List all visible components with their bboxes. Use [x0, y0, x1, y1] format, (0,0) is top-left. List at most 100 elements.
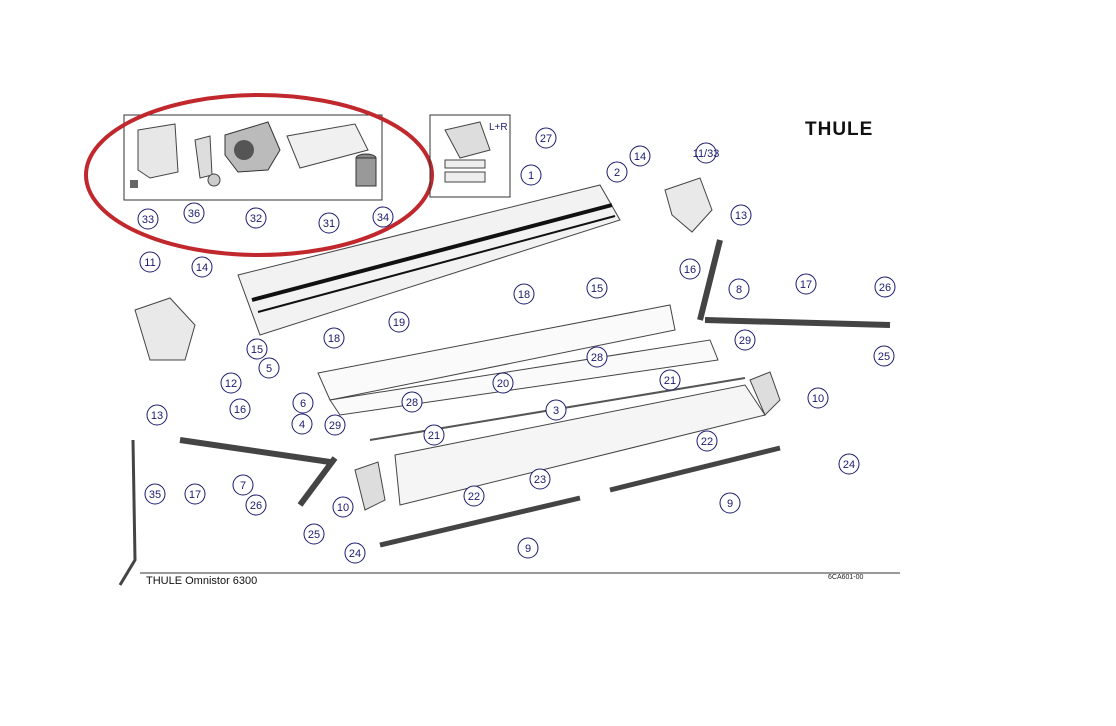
part-9-arm-bottom — [379, 495, 581, 548]
callout-label: 10 — [812, 393, 824, 405]
callout-circle — [679, 258, 701, 280]
end-cap-box — [429, 114, 511, 198]
callout-circle — [388, 311, 410, 333]
part-11-33-endcap — [664, 177, 713, 233]
callout-1: 1 — [520, 164, 542, 186]
callout-circle — [696, 430, 718, 452]
callout-label: 23 — [534, 474, 546, 486]
callout-label: 12 — [225, 378, 237, 390]
part-27-strip-a — [444, 159, 486, 169]
callout-circle — [838, 453, 860, 475]
part-28-front-profile — [329, 339, 719, 416]
callout-14: 14 — [191, 256, 213, 278]
callout-34: 34 — [372, 206, 394, 228]
callout-35: 35 — [144, 483, 166, 505]
callout-label: 15 — [591, 283, 603, 295]
callout-7: 7 — [232, 474, 254, 496]
callout-19: 19 — [388, 311, 410, 333]
callout-circle — [232, 474, 254, 496]
callout-circle — [719, 492, 741, 514]
callout-24: 24 — [838, 453, 860, 475]
callout-label: 3 — [553, 405, 559, 417]
callout-label: 27 — [540, 133, 552, 145]
callout-label: 19 — [393, 317, 405, 329]
callout-circle — [220, 372, 242, 394]
callout-label: 6 — [300, 398, 306, 410]
callout-circle — [183, 202, 205, 224]
lr-note: L+R — [489, 122, 508, 133]
callout-26: 26 — [874, 276, 896, 298]
callout-circle — [529, 468, 551, 490]
model-title: THULE Omnistor 6300 — [146, 575, 257, 587]
callout-16: 16 — [229, 398, 251, 420]
callout-29: 29 — [734, 329, 756, 351]
callout-28: 28 — [401, 391, 423, 413]
callout-17: 17 — [184, 483, 206, 505]
callout-circle — [184, 483, 206, 505]
callout-circle — [423, 424, 445, 446]
callout-9: 9 — [517, 537, 539, 559]
callout-circle — [229, 398, 251, 420]
callout-label: 34 — [377, 212, 389, 224]
callout-21: 21 — [423, 424, 445, 446]
callout-12: 12 — [220, 372, 242, 394]
callout-circle — [795, 273, 817, 295]
callout-circle — [258, 357, 280, 379]
callout-label: 5 — [266, 363, 272, 375]
callout-label: 13 — [735, 210, 747, 222]
callout-27: 27 — [535, 127, 557, 149]
callout-31: 31 — [318, 212, 340, 234]
part-27-cap — [444, 121, 491, 159]
callout-label: 11/33 — [693, 148, 720, 160]
part-10-cap-right — [749, 371, 781, 416]
callout-circle — [586, 346, 608, 368]
callout-label: 14 — [634, 151, 646, 163]
callout-5: 5 — [258, 357, 280, 379]
callout-circle — [332, 496, 354, 518]
callout-label: 20 — [497, 378, 509, 390]
part-33-cover — [137, 123, 179, 179]
part-32-gear — [234, 140, 254, 160]
part-7-arm-diag — [297, 456, 338, 507]
callout-label: 13 — [151, 410, 163, 422]
callout-label: 29 — [329, 420, 341, 432]
callout-label: 10 — [337, 502, 349, 514]
callout-circle — [520, 164, 542, 186]
callout-circle — [401, 391, 423, 413]
callout-label: 28 — [591, 352, 603, 364]
callout-11: 11 — [139, 251, 161, 273]
callout-label: 8 — [736, 284, 742, 296]
brand-logo: THULE — [805, 119, 873, 140]
callout-label: 36 — [188, 208, 200, 220]
callout-26: 26 — [245, 494, 267, 516]
callout-label: 15 — [251, 344, 263, 356]
callout-21: 21 — [659, 369, 681, 391]
callout-circle — [734, 329, 756, 351]
callout-25: 25 — [873, 345, 895, 367]
callout-20: 20 — [492, 372, 514, 394]
callout-circle — [146, 404, 168, 426]
callout-29: 29 — [324, 414, 346, 436]
callout-23: 23 — [529, 468, 551, 490]
callout-circle — [292, 392, 314, 414]
callout-13: 13 — [730, 204, 752, 226]
part-27-strip-b — [444, 171, 486, 183]
callout-circle — [323, 327, 345, 349]
callout-label: 29 — [739, 335, 751, 347]
part-8-arm-long — [704, 317, 891, 328]
callout-label: 25 — [308, 529, 320, 541]
callout-8: 8 — [728, 278, 750, 300]
callout-circle — [517, 537, 539, 559]
callout-label: 24 — [843, 459, 855, 471]
callout-circle — [492, 372, 514, 394]
part-7-arm — [179, 437, 331, 465]
part-33-clip — [130, 180, 138, 188]
callout-15: 15 — [586, 277, 608, 299]
callout-circle — [728, 278, 750, 300]
part-11-endcap — [134, 297, 196, 361]
callout-circle — [137, 208, 159, 230]
callout-22: 22 — [696, 430, 718, 452]
callout-circle — [629, 145, 651, 167]
callout-label: 14 — [196, 262, 208, 274]
callout-2: 2 — [606, 161, 628, 183]
